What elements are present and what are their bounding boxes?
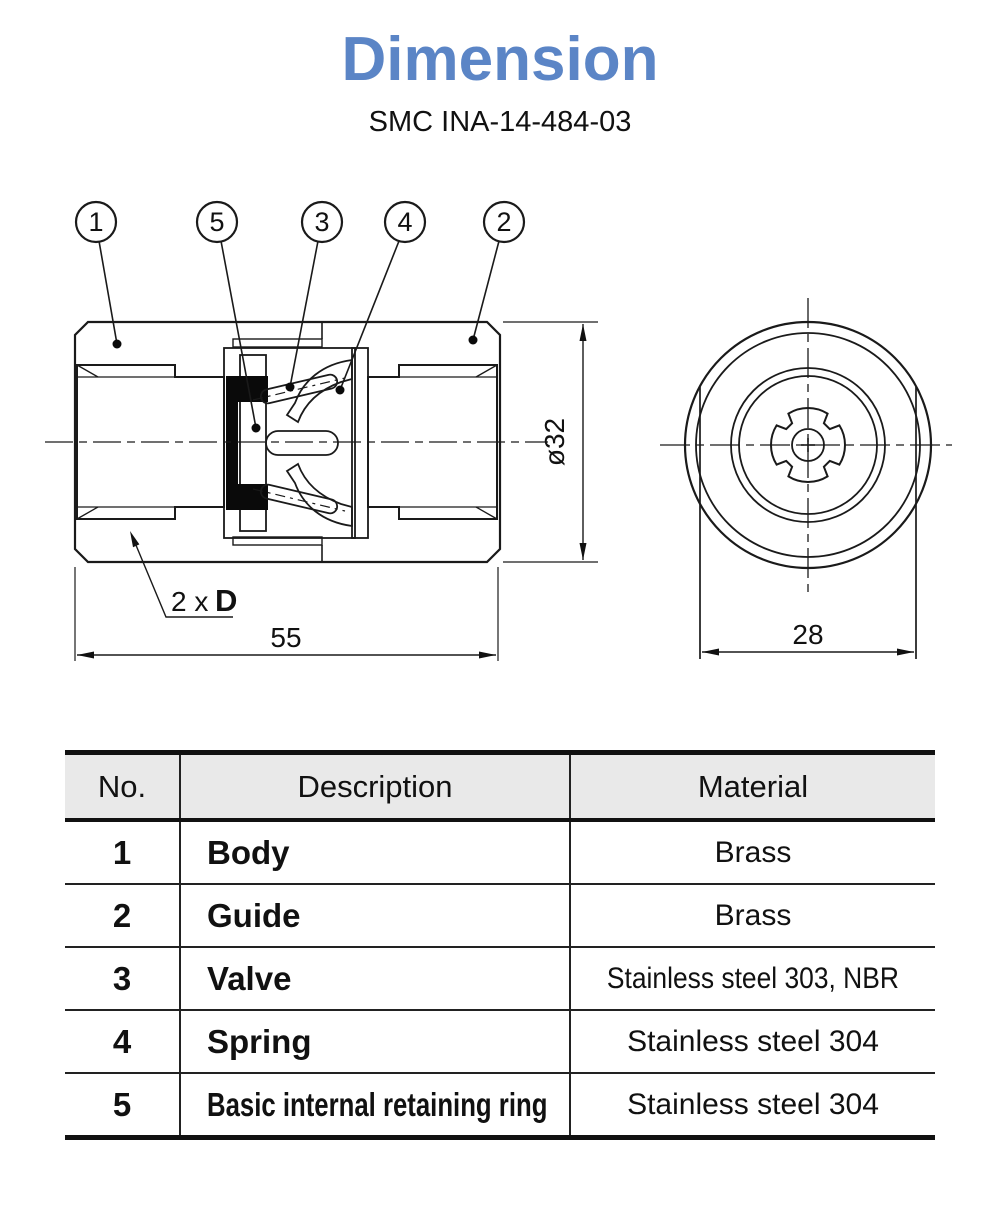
callout-1: 1	[74, 200, 122, 349]
row-no: 4	[112, 1022, 132, 1060]
svg-text:4: 4	[397, 207, 412, 237]
technical-drawing: 1 5 3 4	[45, 200, 952, 661]
parts-table-header: No. Description Material	[65, 755, 935, 822]
row-no: 1	[112, 833, 132, 871]
header-no: No.	[97, 768, 147, 804]
valve-body-outline	[73, 320, 502, 564]
valve-chamber	[223, 347, 356, 539]
front-view	[660, 298, 952, 659]
row-description: Basic internal retaining ring	[207, 1085, 548, 1123]
dim-length-label: 55	[270, 622, 301, 653]
guide-wall	[351, 347, 369, 539]
callout-3: 3	[285, 200, 344, 392]
svg-text:3: 3	[314, 207, 329, 237]
page-title: Dimension	[341, 25, 659, 94]
dim-diameter-label: ø32	[539, 418, 570, 466]
callouts: 1 5 3 4	[74, 200, 526, 433]
dim-diameter-32: ø32	[503, 321, 598, 563]
table-row: 5 Basic internal retaining ring Stainles…	[65, 1074, 935, 1135]
row-description: Valve	[207, 959, 292, 997]
dim-port-bold: D	[215, 583, 237, 618]
dim-across-flats-label: 28	[792, 619, 823, 650]
row-material: Stainless steel 303, NBR	[606, 961, 900, 995]
callout-4: 4	[335, 200, 427, 395]
row-description: Guide	[207, 896, 301, 934]
row-description: Spring	[207, 1022, 312, 1060]
callout-5: 5	[195, 200, 261, 433]
row-material: Stainless steel 304	[627, 1087, 879, 1121]
row-no: 2	[112, 896, 132, 934]
row-material: Brass	[714, 835, 792, 869]
dim-port-prefix: 2 x	[171, 586, 208, 617]
dim-length-55: 55	[74, 567, 499, 661]
row-description: Body	[207, 833, 290, 871]
table-row: 3 Valve Stainless steel 303, NBR	[65, 948, 935, 1011]
dim-port-2xd: 2 x D	[130, 531, 237, 618]
row-no: 3	[112, 959, 132, 997]
dim-across-flats-28: 28	[702, 619, 914, 656]
valve-plate	[239, 354, 267, 532]
header-material: Material	[697, 768, 809, 804]
spring-upper	[252, 373, 346, 405]
header-description: Description	[179, 755, 571, 818]
guide-funnel-upper	[285, 358, 353, 424]
callout-2: 2	[468, 200, 526, 345]
svg-text:1: 1	[88, 207, 103, 237]
svg-text:2: 2	[496, 207, 511, 237]
valve-stem	[265, 430, 339, 456]
table-row: 1 Body Brass	[65, 822, 935, 885]
parts-table: No. Description Material 1 Body Brass 2 …	[65, 750, 935, 1140]
table-row: 2 Guide Brass	[65, 885, 935, 948]
row-material: Stainless steel 304	[627, 1024, 879, 1058]
row-material: Brass	[714, 898, 792, 932]
spring-lower	[252, 483, 346, 515]
section-view	[45, 320, 548, 564]
retaining-ring	[226, 376, 268, 510]
table-row: 4 Spring Stainless steel 304	[65, 1011, 935, 1074]
guide-funnel-lower	[285, 462, 353, 528]
svg-text:5: 5	[209, 207, 224, 237]
part-number-subtitle: SMC INA-14-484-03	[368, 106, 632, 138]
row-no: 5	[112, 1085, 132, 1123]
